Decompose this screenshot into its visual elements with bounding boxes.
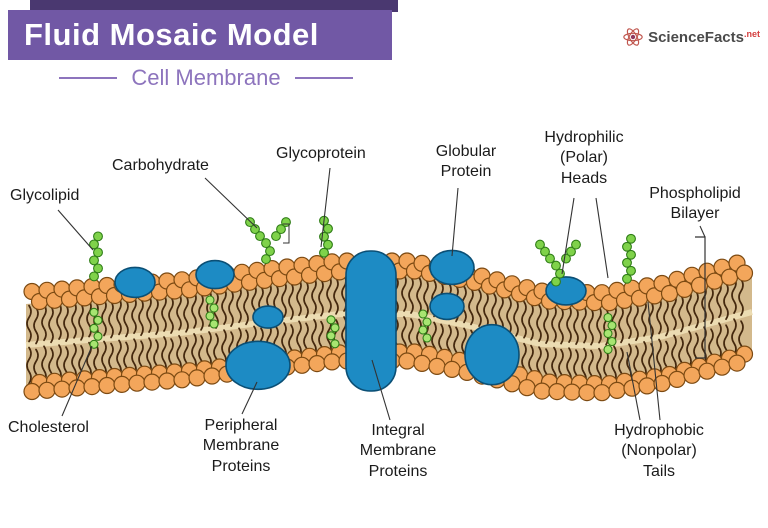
membrane-proteins	[114, 249, 587, 392]
cholesterol-molecules	[89, 295, 617, 355]
label-peripheral-proteins: Peripheral Membrane Proteins	[202, 417, 280, 475]
leader-lines	[57, 167, 706, 421]
bilayer-bracket	[695, 236, 706, 359]
label-glycolipid: Glycolipid	[10, 187, 80, 204]
label-carbohydrate: Carbohydrate	[112, 157, 209, 174]
label-hydrophilic-heads: Hydrophilic (Polar) Heads	[544, 129, 624, 187]
top-dome-protein-1	[114, 266, 156, 299]
integral-protein-large	[345, 250, 397, 392]
logo-text-science: Science	[648, 28, 705, 46]
label-globular-protein: Globular Protein	[435, 143, 497, 181]
logo-tld: .net	[743, 28, 760, 39]
label-integral-proteins: Integral Membrane Proteins	[359, 422, 437, 480]
page-subtitle: Cell Membrane	[131, 65, 281, 90]
embedded-protein-2	[429, 292, 465, 321]
carbohydrate-chains	[89, 215, 636, 287]
carbohydrate-bracket	[283, 223, 290, 244]
lipid-tails	[26, 274, 744, 388]
title-banner: Fluid Mosaic Model	[8, 10, 392, 60]
banner-accent-strip	[30, 0, 398, 12]
logo-text-facts: Facts	[704, 28, 744, 46]
subtitle-row: Cell Membrane	[30, 62, 382, 94]
page-title: Fluid Mosaic Model	[24, 17, 319, 52]
label-phospholipid-bilayer: Phospholipid Bilayer	[649, 185, 741, 223]
top-dome-protein-2	[195, 259, 235, 290]
label-cholesterol: Cholesterol	[8, 419, 89, 436]
label-hydrophobic-tails: Hydrophobic (Nonpolar) Tails	[614, 422, 704, 480]
embedded-protein-1	[252, 305, 284, 329]
subtitle-right-rule	[294, 77, 353, 79]
label-glycoprotein: Glycoprotein	[276, 145, 366, 162]
logo-text: ScienceFacts.net	[648, 29, 760, 46]
atom-icon	[623, 28, 643, 46]
subtitle-left-rule	[59, 77, 118, 79]
integral-protein-right	[464, 323, 520, 386]
sciencefacts-logo[interactable]: ScienceFacts.net	[622, 26, 760, 48]
peripheral-protein	[225, 340, 291, 391]
